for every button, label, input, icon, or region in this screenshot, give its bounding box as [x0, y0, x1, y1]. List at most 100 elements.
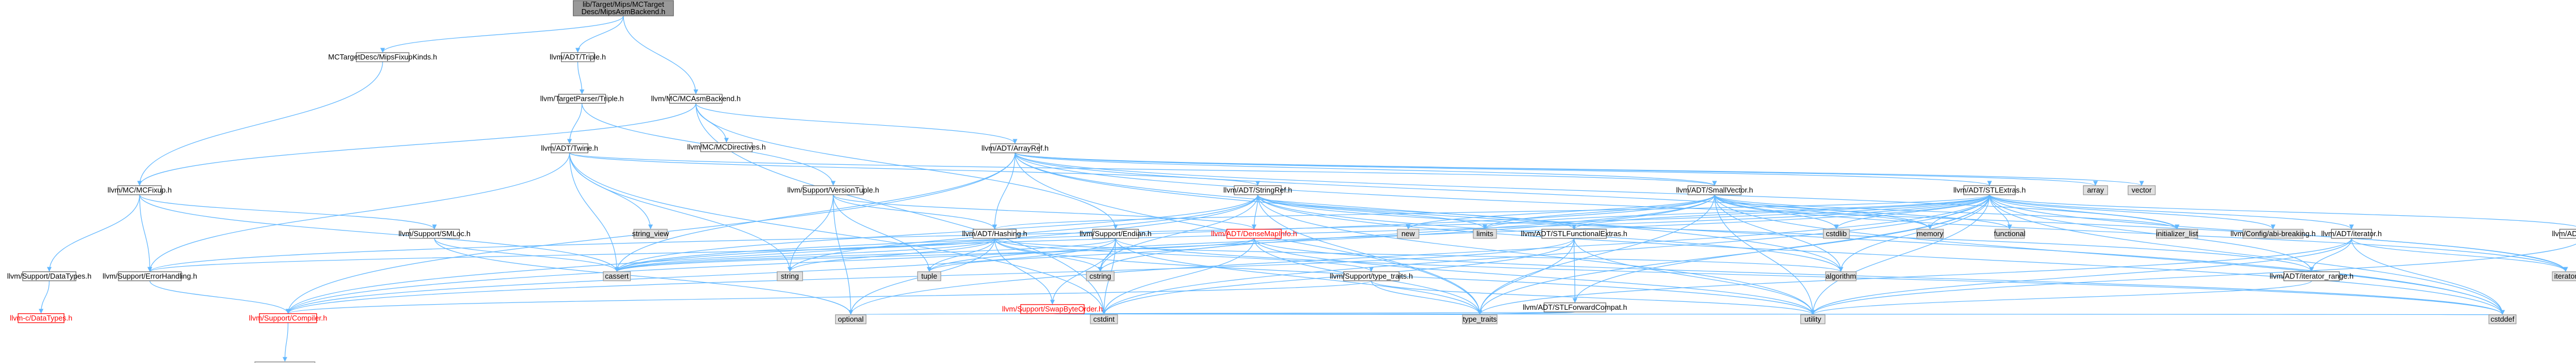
node-box: [1020, 304, 1085, 314]
node-fixupkinds[interactable]: MCTargetDesc/MipsFixupKinds.h: [328, 52, 437, 62]
node-box: [356, 52, 410, 62]
node-box: [1090, 314, 1118, 324]
edge-iterator-to-iterator_sys: [2351, 238, 2568, 272]
node-datatypes[interactable]: llvm/Support/DataTypes.h: [7, 271, 92, 281]
node-type_traits: type_traits: [1462, 314, 1498, 324]
node-initializer_list: initializer_list: [2156, 229, 2199, 239]
node-identity[interactable]: llvm/ADT/identity.h: [2552, 229, 2576, 239]
node-twine[interactable]: llvm/ADT/Twine.h: [541, 143, 598, 153]
node-iterator[interactable]: llvm/ADT/iterator.h: [2321, 229, 2382, 239]
node-tuple: tuple: [917, 271, 941, 281]
node-box: [990, 143, 1040, 153]
node-optional: optional: [835, 314, 866, 324]
edge-iterator_range-to-utility: [1810, 280, 2312, 315]
edge-smloc-to-optional: [434, 238, 853, 315]
node-label: llvm/ADT/STLForwardCompat.h: [1523, 303, 1627, 311]
node-stlfunctionalextras[interactable]: llvm/ADT/STLFunctionalExtras.h: [1521, 229, 1627, 239]
edge-densemapinfo-to-cassert: [614, 238, 1255, 272]
node-label: llvm/Support/SwapByteOrder.h: [1002, 305, 1103, 313]
node-label: llvm/Config/llvm-config.h: [245, 362, 325, 363]
node-box: [572, 0, 674, 16]
node-box: [1234, 185, 1282, 195]
node-compiler[interactable]: llvm/Support/Compiler.h: [249, 313, 327, 323]
node-label: llvm/Support/SMLoc.h: [398, 229, 470, 238]
node-box: [1994, 229, 2025, 239]
node-label: limits: [1477, 229, 1494, 238]
node-endian[interactable]: llvm/Support/Endian.h: [1079, 229, 1151, 239]
node-box: [2156, 229, 2199, 239]
node-smallvector[interactable]: llvm/ADT/SmallVector.h: [1676, 185, 1753, 195]
edge-mcfixup-to-smloc: [139, 194, 437, 230]
node-smloc[interactable]: llvm/Support/SMLoc.h: [398, 229, 470, 239]
node-stlforwardcompat[interactable]: llvm/ADT/STLForwardCompat.h: [1523, 302, 1627, 313]
node-box: [2127, 185, 2156, 195]
node-label: llvm/ADT/SmallVector.h: [1676, 186, 1753, 194]
edge-stlfunctionalextras-to-utility: [1574, 238, 1816, 315]
node-box: [917, 271, 941, 281]
node-cstddef: cstddef: [2488, 314, 2517, 324]
edge-stlextras-to-errorhandling: [147, 194, 1990, 272]
edge-densemapinfo-to-cstddef: [1253, 238, 2505, 315]
node-stringref[interactable]: llvm/ADT/StringRef.h: [1223, 185, 1292, 195]
edge-stlforwardcompat-to-type_traits: [1477, 310, 1575, 315]
node-box: [1800, 314, 1826, 324]
edge-hashing-to-utility: [994, 238, 1816, 315]
node-iterator_range[interactable]: llvm/ADT/iterator_range.h: [2269, 271, 2353, 281]
node-label: llvm/MC/MCDirectives.h: [687, 143, 766, 151]
node-box: [558, 93, 606, 104]
node-label: cstddef: [2490, 315, 2514, 323]
node-box: [259, 313, 317, 323]
node-cstdlib: cstdlib: [1823, 229, 1850, 239]
node-abibreaking: llvm/Config/abi-breaking.h: [2230, 229, 2316, 239]
node-mcfixup[interactable]: llvm/MC/MCFixup.h: [108, 185, 172, 195]
edge-stringref-to-cassert: [614, 194, 1259, 272]
node-mcasmbackend[interactable]: llvm/MC/MCAsmBackend.h: [651, 93, 741, 104]
node-box: [409, 229, 460, 239]
node-label: cassert: [605, 272, 629, 280]
edge-stlextras-to-stlfunctionalextras: [1571, 194, 1990, 230]
edge-mcfixup-to-errorhandling: [139, 194, 152, 272]
edge-root-to-fixupkinds: [380, 15, 624, 53]
node-targetparsertriple[interactable]: llvm/TargetParser/Triple.h: [540, 93, 624, 104]
node-hashing[interactable]: llvm/ADT/Hashing.h: [962, 229, 1027, 239]
edge-stringref-to-limits: [1257, 194, 1487, 230]
node-string_view: string_view: [632, 229, 669, 239]
edge-iterator-to-type_traits: [1477, 238, 2352, 315]
edge-smallvector-to-cassert: [614, 194, 1715, 272]
node-cstring: cstring: [1086, 271, 1115, 281]
node-mcdirectives[interactable]: llvm/MC/MCDirectives.h: [687, 142, 766, 152]
edge-stlfunctionalextras-to-cstdint: [1102, 238, 1575, 315]
node-box: [602, 271, 631, 281]
node-cstdint: cstdint: [1090, 314, 1118, 324]
node-root[interactable]: lib/Target/Mips/MCTargetDesc/MipsAsmBack…: [572, 0, 674, 16]
node-array: array: [2082, 185, 2109, 195]
node-box: [633, 229, 668, 239]
node-box: [1544, 302, 1606, 313]
node-errorhandling[interactable]: llvm/Support/ErrorHandling.h: [103, 271, 197, 281]
edge-smallvector-to-memory: [1714, 194, 1933, 230]
node-box: [802, 185, 864, 195]
node-label: llvm/Config/abi-breaking.h: [2230, 229, 2315, 238]
node-box: [2552, 271, 2576, 281]
node-triple[interactable]: llvm/ADT/Triple.h: [550, 52, 606, 62]
node-label: iterator: [2554, 272, 2576, 280]
node-box: [1462, 314, 1498, 324]
node-llvmc_datatypes[interactable]: llvm-c/DataTypes.h: [10, 313, 73, 323]
edge-stlextras-to-cstdlib: [1834, 194, 1990, 230]
node-stlextras[interactable]: llvm/ADT/STLExtras.h: [1953, 185, 2026, 195]
edge-stlextras-to-limits: [1482, 194, 1990, 230]
node-arrayref[interactable]: llvm/ADT/ArrayRef.h: [981, 143, 1049, 153]
node-densemapinfo[interactable]: llvm/ADT/DenseMapInfo.h: [1211, 229, 1297, 239]
node-box: [2488, 314, 2517, 324]
node-box: [1687, 185, 1742, 195]
node-functional: functional: [1994, 229, 2026, 239]
node-box: [1343, 271, 1400, 281]
edge-stlfunctionalextras-to-stlforwardcompat: [1572, 238, 1578, 303]
node-box: [254, 361, 316, 363]
node-swapbyteorder[interactable]: llvm/Support/SwapByteOrder.h: [1002, 304, 1103, 314]
node-versiontuple[interactable]: llvm/Support/VersionTuple.h: [787, 185, 879, 195]
node-box: [118, 271, 182, 281]
node-vector: vector: [2127, 185, 2156, 195]
node-typetraitsh[interactable]: llvm/Support/type_traits.h: [1330, 271, 1413, 281]
edge-hashing-to-tuple: [926, 238, 995, 272]
